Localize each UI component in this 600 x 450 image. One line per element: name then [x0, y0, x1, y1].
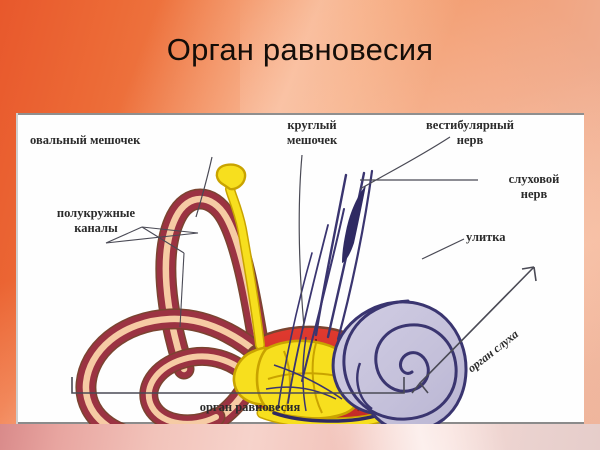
leader-line-canals-3	[105, 226, 143, 244]
label-saccule: круглый мешочек	[286, 118, 338, 147]
leader-line-cochlea	[421, 238, 465, 260]
nerve-bundle	[265, 169, 374, 412]
label-auditory-nerve: слуховой нерв	[508, 172, 560, 201]
leader-line-utricle	[195, 156, 213, 218]
label-organ-of-balance: орган равновесия	[199, 400, 301, 414]
bottom-band-sheen	[0, 424, 600, 450]
bracket-hearing	[411, 266, 537, 394]
label-semicircular-canals: полукружные каналы	[56, 206, 136, 235]
leader-line-vestibular-nerve	[359, 136, 451, 190]
figure-panel-edge	[16, 113, 18, 425]
cochlea-spiral	[331, 299, 468, 425]
leader-line-canals-1	[141, 226, 199, 234]
leader-line-canals-2	[141, 226, 185, 254]
label-vestibular-nerve: вестибулярный нерв	[426, 118, 514, 147]
label-utricle: овальный мешочек	[30, 133, 141, 147]
leader-line-saccule	[298, 154, 305, 328]
inner-ear-diagram	[71, 136, 537, 425]
bracket-balance	[71, 377, 405, 394]
leader-line-canals-4	[105, 232, 199, 244]
leader-lines	[105, 136, 478, 328]
page-title: Орган равновесия	[166, 32, 434, 67]
label-cochlea: улитка	[466, 230, 506, 244]
leader-line-canals-5	[179, 252, 185, 328]
